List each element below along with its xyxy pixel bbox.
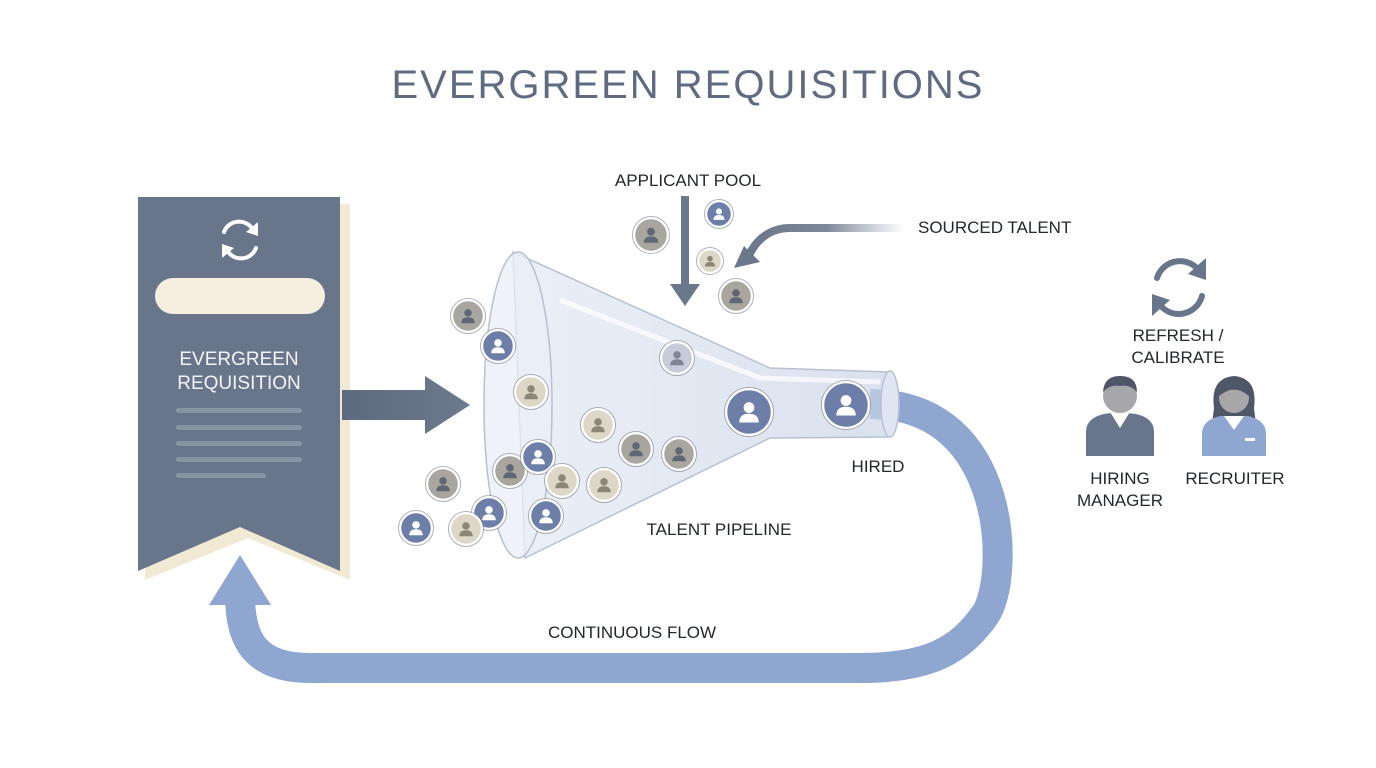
refresh-calibrate-line1: REFRESH /: [1133, 326, 1224, 345]
applicant-pool-arrow: [670, 196, 700, 306]
candidate-person-icon: [513, 374, 549, 410]
talent-pipeline-label: TALENT PIPELINE: [647, 520, 792, 539]
candidate-person-icon: [724, 387, 774, 437]
hiring-manager-icon: [1086, 376, 1154, 456]
hired-label: HIRED: [852, 457, 905, 476]
candidate-person-icon: [661, 436, 697, 472]
candidate-person-icon: [586, 467, 622, 503]
candidate-person-icon: [480, 328, 516, 364]
sourced-talent-label: SOURCED TALENT: [918, 218, 1071, 237]
hiring-manager-line2: MANAGER: [1077, 491, 1163, 510]
continuous-flow-loop: [209, 389, 1013, 683]
candidate-person-icon: [520, 439, 556, 475]
candidate-person-icon: [718, 278, 754, 314]
candidate-person-icon: [821, 380, 871, 430]
candidate-person-icon: [425, 466, 461, 502]
candidate-person-icon: [659, 340, 695, 376]
candidate-person-icon: [448, 511, 484, 547]
candidate-person-icon: [580, 407, 616, 443]
page-title: EVERGREEN REQUISITIONS: [392, 63, 985, 107]
sourced-talent-arrow: [734, 224, 905, 268]
refresh-calibrate-line2: CALIBRATE: [1131, 348, 1224, 367]
requisition-label-line2: REQUISITION: [177, 373, 301, 394]
requisition-title-bar: [155, 278, 325, 314]
candidate-person-icon: [492, 453, 528, 489]
refresh-icon: [222, 219, 258, 261]
requisition-label-line1: EVERGREEN: [179, 349, 298, 370]
candidate-person-icon: [544, 463, 580, 499]
recruiter-icon: [1202, 376, 1266, 456]
recruiter-label: RECRUITER: [1185, 469, 1284, 488]
applicant-pool-label: APPLICANT POOL: [615, 171, 761, 190]
candidate-person-icon: [696, 247, 724, 275]
evergreen-requisition-card: EVERGREEN REQUISITION: [138, 197, 350, 580]
hiring-manager-line1: HIRING: [1090, 469, 1150, 488]
candidate-person-icon: [450, 298, 486, 334]
refresh-calibrate-icon: [1152, 258, 1206, 317]
candidate-person-icon: [398, 510, 434, 546]
candidate-person-icon: [632, 216, 670, 254]
candidate-cluster: [398, 199, 871, 547]
card-to-funnel-arrow: [342, 376, 470, 434]
requisition-text-lines: [176, 408, 302, 478]
candidate-person-icon: [528, 498, 564, 534]
continuous-flow-label: CONTINUOUS FLOW: [548, 623, 716, 642]
candidate-person-icon: [618, 431, 654, 467]
candidate-person-icon: [704, 199, 734, 229]
